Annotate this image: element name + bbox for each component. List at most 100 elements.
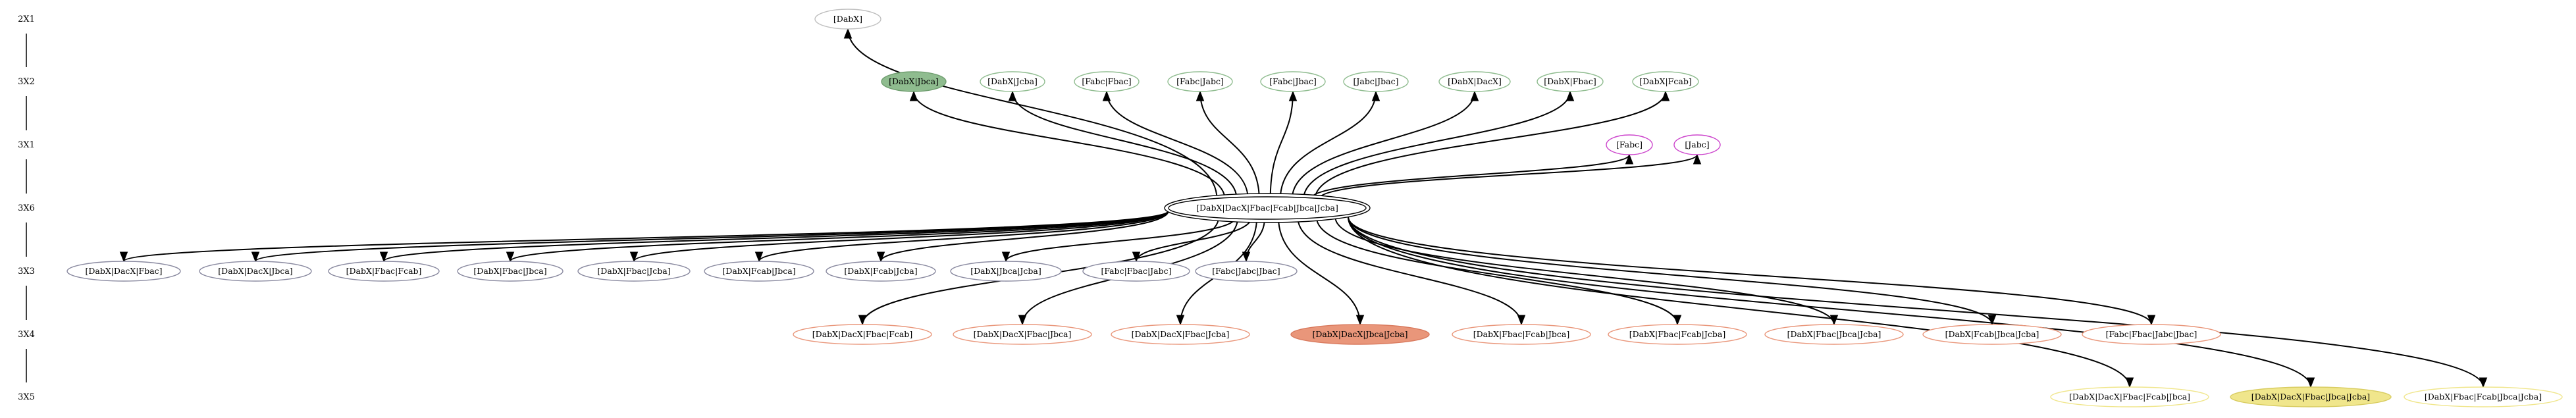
node-label: [DabX|Fbac|Jbca|Jcba] xyxy=(1787,329,1881,339)
edge-arrowhead xyxy=(858,315,867,326)
edge xyxy=(255,210,1169,262)
edge-arrowhead xyxy=(876,251,885,263)
lattice-node: [DabX|DacX|Fbac|Jcba] xyxy=(1111,324,1250,345)
node-ellipse xyxy=(66,261,181,282)
node-ellipse xyxy=(1260,71,1326,92)
edge-arrowhead xyxy=(119,251,128,263)
node-layer: [DabX] [DabX|Jbca] [DabX|Jcba] [Fabc|Fbac] [… xyxy=(66,9,2563,407)
edge-arrowhead xyxy=(1517,315,1526,326)
node-ellipse xyxy=(328,261,440,282)
node-ellipse xyxy=(2050,386,2209,407)
edge xyxy=(1005,217,1237,262)
edge xyxy=(123,210,1169,262)
node-ellipse xyxy=(1922,324,2062,345)
lattice-node: [DabX|DacX|Fbac|Fcab|Jbca] xyxy=(2050,386,2209,407)
node-label: [DabX|Fcab|Jbca|Jcba] xyxy=(1945,329,2039,339)
lattice-node: [DabX|DacX|Jbca] xyxy=(199,261,312,282)
node-label: [DabX|DacX|Jbca|Jcba] xyxy=(1312,329,1407,339)
lattice-node: [DabX|DacX|Fbac] xyxy=(66,261,181,282)
node-ellipse xyxy=(1082,261,1190,282)
edge xyxy=(1314,91,1666,199)
node-label: [DabX|Fcab|Jbca] xyxy=(722,266,795,276)
edge-arrowhead xyxy=(1371,90,1380,101)
edge xyxy=(1310,154,1630,199)
node-label: [Fabc|Fbac] xyxy=(1082,76,1131,86)
lattice-node: [DabX|Fcab|Jbca] xyxy=(704,261,814,282)
node-label: [DabX|DacX|Fbac|Fcab|Jbca|Jcba] xyxy=(1196,203,1338,213)
edge-arrowhead xyxy=(1018,315,1027,326)
rank-label: 3X5 xyxy=(18,392,35,402)
node-label: [DabX|Jbca] xyxy=(889,76,939,86)
edge-arrowhead xyxy=(2479,377,2488,388)
node-ellipse xyxy=(1195,261,1298,282)
node-ellipse xyxy=(881,71,947,92)
lattice-node: [DabX|DacX|Fbac|Jbca] xyxy=(953,324,1092,345)
node-label: [DabX|Jbca|Jcba] xyxy=(970,266,1041,276)
edge xyxy=(1277,217,1361,325)
lattice-node: [DabX|Jbca] xyxy=(881,71,947,92)
lattice-node: [DabX|Fcab|Jcba] xyxy=(826,261,936,282)
edge xyxy=(1297,217,1522,325)
node-label: [DabX] xyxy=(833,14,862,24)
node-label: [DabX|DacX|Fbac|Fcab|Jbca] xyxy=(2069,392,2190,402)
node-label: [Jabc] xyxy=(1685,140,1709,149)
lattice-node: [DabX|Fbac] xyxy=(1537,71,1604,92)
edge xyxy=(1303,91,1571,199)
node-ellipse xyxy=(1764,324,1904,345)
edge xyxy=(1199,91,1260,199)
node-label: [DabX|Fcab|Jcba] xyxy=(844,266,917,276)
edge-arrowhead xyxy=(1987,315,1997,326)
node-ellipse xyxy=(1167,71,1233,92)
lattice-node: [DabX|Fcab] xyxy=(1632,71,1699,92)
node-ellipse xyxy=(1290,324,1430,345)
node-label: [DabX|DacX|Fbac] xyxy=(85,266,162,276)
node-ellipse xyxy=(793,324,932,345)
node-label: [DabX|Fbac|Fcab|Jbca] xyxy=(1473,329,1569,339)
rank-label: 2X1 xyxy=(18,14,35,24)
lattice-node: [DabX|Fbac|Fcab|Jbca|Jcba] xyxy=(2404,386,2563,407)
edge-arrowhead xyxy=(1196,90,1205,101)
node-ellipse xyxy=(1608,324,1747,345)
node-label: [DabX|DacX|Fbac|Jbca] xyxy=(974,329,1072,339)
edge xyxy=(1348,217,2130,388)
node-ellipse xyxy=(1673,134,1721,155)
edge-arrowhead xyxy=(1661,90,1670,101)
edge xyxy=(758,210,1169,262)
lattice-node: [DabX|DacX|Fbac|Jbca|Jcba] xyxy=(2230,386,2392,407)
lattice-node: [Fabc] xyxy=(1606,134,1653,155)
node-ellipse xyxy=(953,324,1092,345)
node-ellipse xyxy=(2082,324,2221,345)
node-label: [DabX|DacX|Jbca] xyxy=(218,266,292,276)
lattice-node: [DabX|Fbac|Jcba] xyxy=(577,261,691,282)
node-label: [DabX|Fbac|Fcab] xyxy=(346,266,422,276)
node-ellipse xyxy=(199,261,312,282)
edge-arrowhead xyxy=(1693,153,1702,165)
edge-arrowhead xyxy=(251,251,260,263)
lattice-node: [Fabc|Jabc] xyxy=(1167,71,1233,92)
node-label: [DabX|DacX] xyxy=(1448,76,1502,86)
edge xyxy=(1291,91,1475,199)
node-label: [Fabc] xyxy=(1616,140,1643,149)
node-label: [Fabc|Fbac|Jabc] xyxy=(1101,266,1171,276)
edge xyxy=(847,28,1218,199)
lattice-node: [DabX|DacX] xyxy=(1438,71,1511,92)
edge xyxy=(1279,91,1377,199)
node-label: [DabX|DacX|Fbac|Jcba] xyxy=(1132,329,1230,339)
lattice-node: [Jabc] xyxy=(1673,134,1721,155)
edge-arrowhead xyxy=(754,251,764,263)
edge-arrowhead xyxy=(1102,90,1111,101)
edge-arrowhead xyxy=(1565,90,1575,101)
lattice-node: [DabX|Fcab|Jbca|Jcba] xyxy=(1922,324,2062,345)
lattice-node: [DabX|Jcba] xyxy=(980,71,1045,92)
edge-arrowhead xyxy=(1355,315,1365,326)
lattice-node: [DabX|Fbac|Fcab] xyxy=(328,261,440,282)
edge-arrowhead xyxy=(2125,377,2134,388)
edge xyxy=(1348,217,2152,325)
node-ellipse xyxy=(1074,71,1140,92)
edge-arrowhead xyxy=(1673,315,1682,326)
node-label: [DabX|Fbac|Jcba] xyxy=(597,266,670,276)
lattice-node: [Jabc|Jbac] xyxy=(1343,71,1409,92)
node-ellipse xyxy=(1452,324,1591,345)
lattice-node: [DabX|DacX|Fbac|Fcab|Jbca|Jcba] xyxy=(1164,193,1371,223)
